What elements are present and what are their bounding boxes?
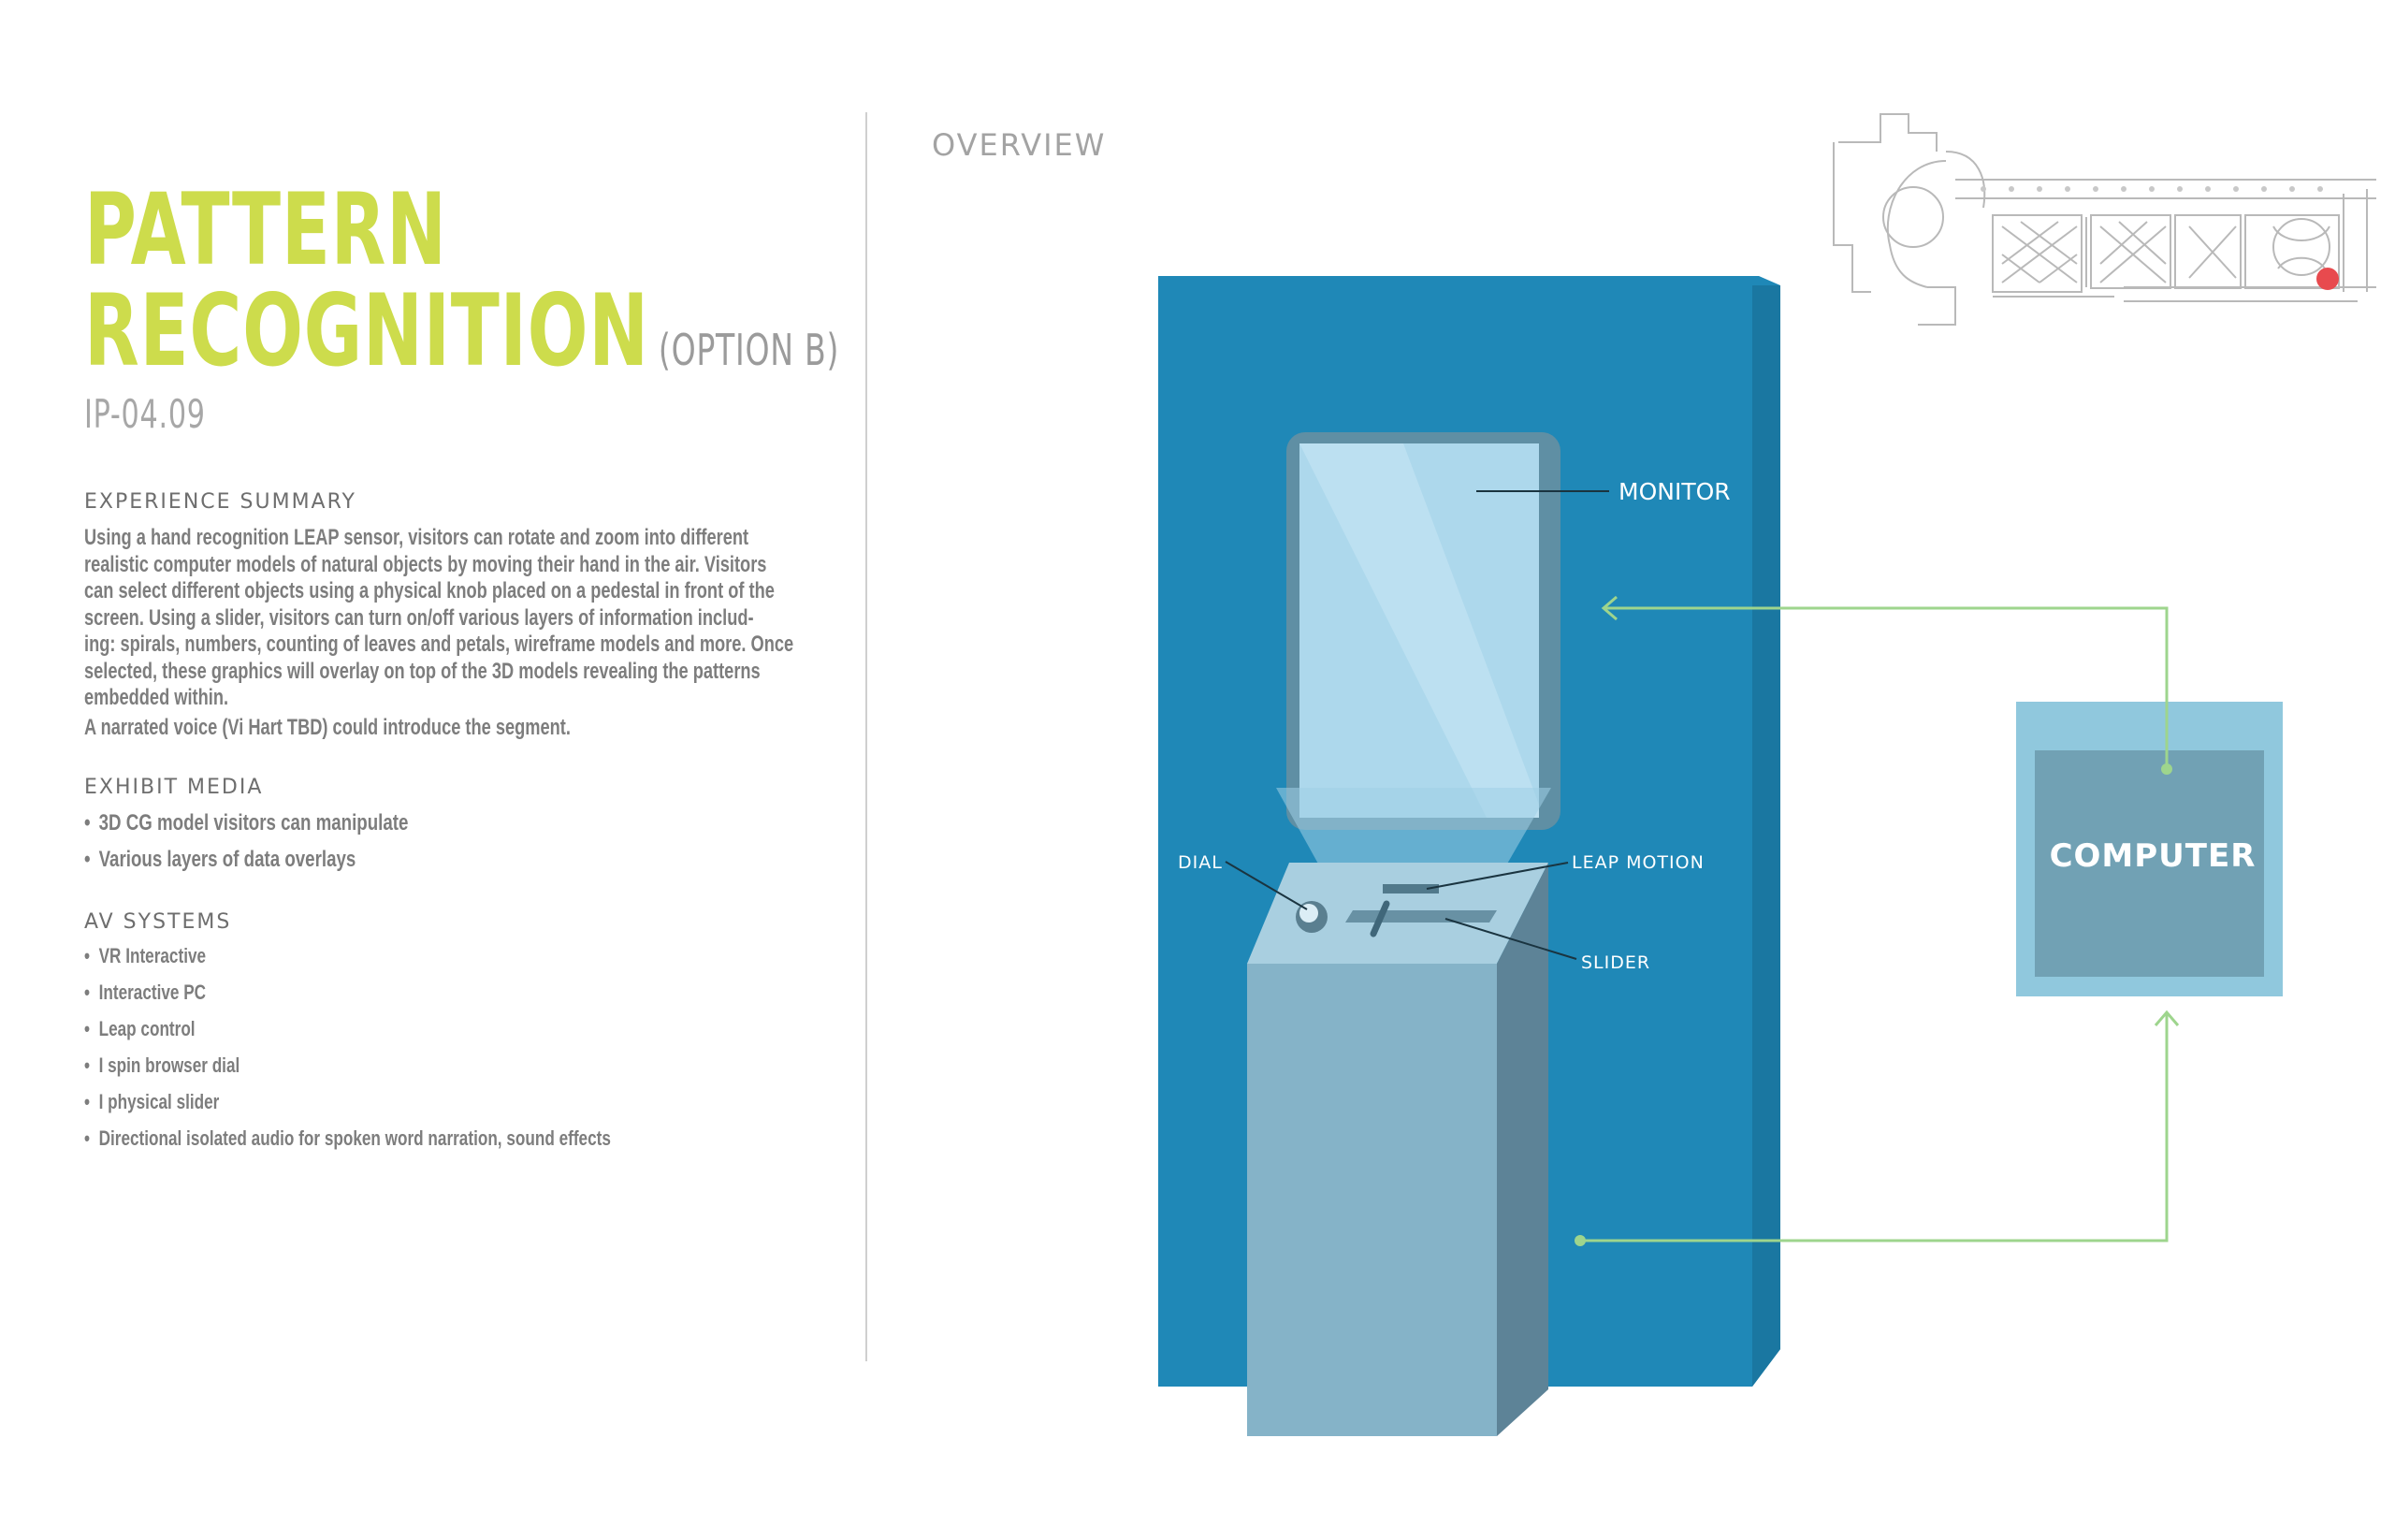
- summary-line: selected, these graphics will overlay on…: [84, 658, 761, 684]
- exhibit-media-heading: EXHIBIT MEDIA: [84, 776, 264, 799]
- wall-side: [1752, 285, 1780, 1387]
- floor-plan-thumbnail: [1833, 113, 2376, 326]
- title-line-2-text: RECOGNITION: [84, 273, 649, 388]
- column-divider: [865, 112, 867, 1361]
- experience-summary-heading: EXPERIENCE SUMMARY: [84, 490, 356, 514]
- list-item: I physical slider: [84, 1090, 611, 1126]
- av-systems-heading: AV SYSTEMS: [84, 910, 232, 934]
- connector-dot-pedestal: [1575, 1235, 1586, 1246]
- list-item: I spin browser dial: [84, 1053, 611, 1090]
- leap-motion-label: LEAP MOTION: [1572, 852, 1705, 873]
- av-systems-list: VR Interactive Interactive PC Leap contr…: [84, 944, 611, 1163]
- connector-lines: [1580, 595, 2180, 1242]
- dial-callout-line: [1225, 861, 1308, 910]
- title-line-1: PATTERN: [84, 172, 447, 287]
- list-item: Various layers of data overlays: [84, 847, 408, 883]
- slider-callout-line: [1444, 918, 1577, 960]
- list-item: Interactive PC: [84, 981, 611, 1017]
- summary-note: A narrated voice (Vi Hart TBD) could int…: [84, 715, 571, 740]
- left-panel: PATTERN RECOGNITION(OPTION B) IP-04.09 E…: [0, 0, 865, 1540]
- slider-track: [1345, 910, 1497, 923]
- leap-callout-line: [1426, 862, 1569, 890]
- pedestal-front: [1247, 964, 1497, 1436]
- location-marker: [2316, 268, 2339, 290]
- monitor-glare: [1299, 443, 1539, 818]
- summary-line: ing: spirals, numbers, counting of leave…: [84, 632, 794, 657]
- list-item: Leap control: [84, 1017, 611, 1053]
- page-title: PATTERN RECOGNITION(OPTION B): [84, 180, 839, 400]
- slider-label: SLIDER: [1581, 952, 1650, 973]
- list-item: Directional isolated audio for spoken wo…: [84, 1126, 611, 1163]
- dial-label: DIAL: [1178, 852, 1223, 873]
- title-line-2: RECOGNITION(OPTION B): [84, 281, 839, 400]
- slider-handle: [1370, 900, 1390, 937]
- floor-plan-dots: [1981, 186, 2323, 192]
- exhibit-media-list: 3D CG model visitors can manipulate Vari…: [84, 810, 408, 882]
- pedestal-connector: [1580, 1012, 2169, 1242]
- overview-heading: OVERVIEW: [932, 127, 1107, 163]
- exhibit-code: IP-04.09: [84, 391, 206, 437]
- monitor-label: MONITOR: [1618, 478, 1731, 505]
- summary-line: embedded within.: [84, 685, 229, 710]
- monitor-arrowhead: [1601, 595, 1618, 621]
- pedestal-side: [1497, 863, 1548, 1436]
- leap-sensor: [1383, 884, 1439, 893]
- computer-arrowhead: [2154, 1010, 2180, 1026]
- experience-summary-text: Using a hand recognition LEAP sensor, vi…: [84, 525, 795, 712]
- summary-line: screen. Using a slider, visitors can tur…: [84, 604, 754, 631]
- summary-line: Using a hand recognition LEAP sensor, vi…: [84, 525, 749, 550]
- computer-label: COMPUTER: [2049, 837, 2257, 875]
- computer-inner-box: [2035, 750, 2264, 977]
- list-item: 3D CG model visitors can manipulate: [84, 810, 408, 847]
- list-item: VR Interactive: [84, 944, 611, 981]
- monitor-connector: [1605, 606, 2169, 769]
- connector-dot-computer: [2161, 763, 2172, 775]
- leap-projection: [1276, 788, 1551, 865]
- title-option: (OPTION B): [658, 325, 840, 375]
- summary-line: realistic computer models of natural obj…: [84, 551, 767, 577]
- summary-line: can select different objects using a phy…: [84, 578, 775, 603]
